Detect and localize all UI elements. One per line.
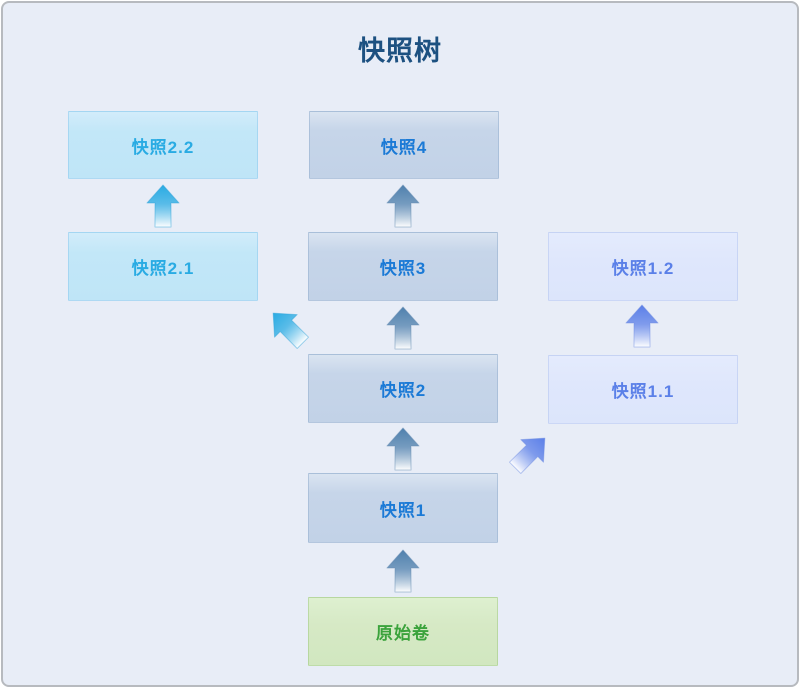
node-original-volume-label: 原始卷 xyxy=(376,624,430,643)
up-arrow-icon xyxy=(508,437,546,475)
up-arrow-icon xyxy=(625,304,659,348)
node-snapshot-2-2: 快照2.2 xyxy=(68,111,258,179)
arrow-snapshot-1-to-1-1 xyxy=(502,425,557,480)
node-snapshot-1-2: 快照1.2 xyxy=(548,232,738,301)
node-snapshot-2-1: 快照2.1 xyxy=(68,232,258,301)
node-snapshot-3-label: 快照3 xyxy=(379,259,427,278)
up-arrow-icon xyxy=(146,184,180,228)
arrow-snapshot-3-to-snapshot-4 xyxy=(386,184,420,228)
node-snapshot-4: 快照4 xyxy=(309,111,499,179)
arrow-original-to-snapshot-1 xyxy=(386,549,420,593)
node-snapshot-2: 快照2 xyxy=(308,354,498,423)
node-snapshot-3: 快照3 xyxy=(308,232,498,301)
arrow-snapshot-1-to-snapshot-2 xyxy=(386,427,420,471)
node-snapshot-1-1: 快照1.1 xyxy=(548,355,738,424)
node-snapshot-4-label: 快照4 xyxy=(380,137,428,157)
up-arrow-icon xyxy=(272,312,310,350)
arrow-snapshot-2-1-to-2-2 xyxy=(146,184,180,228)
arrow-snapshot-1-1-to-1-2 xyxy=(625,304,659,348)
up-arrow-icon xyxy=(386,306,420,350)
node-snapshot-1-1-label: 快照1.1 xyxy=(611,382,675,401)
diagram-title: 快照树 xyxy=(358,36,442,66)
up-arrow-icon xyxy=(386,184,420,228)
node-snapshot-1: 快照1 xyxy=(308,473,498,543)
node-snapshot-1-label: 快照1 xyxy=(379,500,427,520)
up-arrow-icon xyxy=(386,549,420,593)
node-original-volume: 原始卷 xyxy=(308,597,498,666)
node-snapshot-2-1-label: 快照2.1 xyxy=(131,259,195,278)
node-snapshot-2-label: 快照2 xyxy=(379,381,427,400)
up-arrow-icon xyxy=(386,427,420,471)
arrow-snapshot-2-to-2-1 xyxy=(260,300,315,355)
node-snapshot-1-2-label: 快照1.2 xyxy=(611,259,675,278)
arrow-snapshot-2-to-snapshot-3 xyxy=(386,306,420,350)
node-snapshot-2-2-label: 快照2.2 xyxy=(131,137,195,157)
